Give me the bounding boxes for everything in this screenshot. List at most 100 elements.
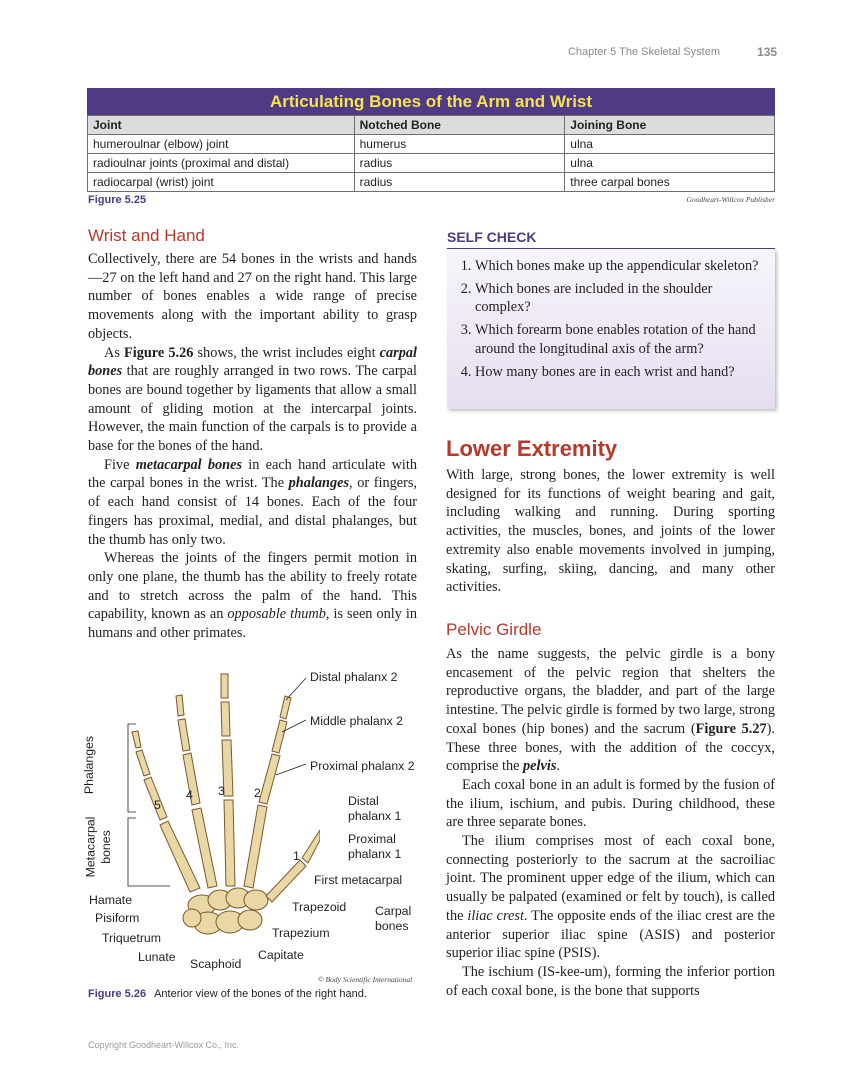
figure-credit: © Body Scientific International <box>318 975 413 984</box>
metacarpal-4 <box>191 807 218 889</box>
figure-ref: Figure 5.27 <box>695 720 767 737</box>
proximal-phalanx-5 <box>143 776 168 821</box>
table-cell: ulna <box>564 134 775 154</box>
label-carpal-bones-line2: bones <box>375 919 409 933</box>
figure-credit: Goodheart-Willcox Publisher <box>686 195 775 204</box>
key-term: pelvis <box>523 758 557 775</box>
table-title: Articulating Bones of the Arm and Wrist <box>87 88 775 115</box>
distal-phalanx-2 <box>279 695 292 720</box>
paragraph: Five metacarpal bones in each hand artic… <box>88 456 417 550</box>
metacarpal-3 <box>223 799 236 887</box>
figure-ref: Figure 5.26 <box>124 344 194 361</box>
finger-number-1: 1 <box>293 849 300 863</box>
distal-phalanx-4 <box>175 694 185 717</box>
list-item: Which bones are included in the shoulder… <box>475 280 767 317</box>
page-number: 135 <box>756 45 777 59</box>
label-capitate: Capitate <box>258 948 304 962</box>
paragraph: As Figure 5.26 shows, the wrist includes… <box>88 344 417 456</box>
carpal-bone <box>237 909 263 931</box>
section-heading: Lower Extremity <box>446 436 618 461</box>
paragraph: With large, strong bones, the lower extr… <box>446 467 775 596</box>
self-check-title: SELF CHECK <box>447 229 537 245</box>
carpal-bone <box>182 908 202 928</box>
label-scaphoid: Scaphoid <box>190 957 242 971</box>
label-proximal-phalanx-2: Proximal phalanx 2 <box>310 759 415 773</box>
label-metacarpal-bones: Metacarpal <box>83 816 98 878</box>
finger-number-3: 3 <box>218 784 225 798</box>
column-header: Notched Bone <box>353 115 566 135</box>
label-brackets <box>127 723 170 887</box>
middle-phalanx-4 <box>177 718 191 752</box>
text: shows, the wrist includes eight <box>193 344 380 361</box>
label-trapezium: Trapezium <box>272 926 330 940</box>
distal-phalanx-3 <box>220 673 229 699</box>
proximal-phalanx-4 <box>182 752 201 806</box>
table-cell: humerus <box>353 134 566 154</box>
finger-number-5: 5 <box>154 798 161 812</box>
figure-label: Figure 5.26 <box>88 988 147 1000</box>
label-lunate: Lunate <box>138 950 176 964</box>
text: As <box>104 344 124 361</box>
label-trapezoid: Trapezoid <box>292 900 347 914</box>
text: The ilium comprises most of each coxal b… <box>446 833 775 924</box>
column-header: Joint <box>87 115 355 135</box>
metacarpal-5 <box>159 820 201 893</box>
paragraph: The ilium comprises most of each coxal b… <box>446 832 775 963</box>
text: Five <box>104 456 136 473</box>
running-header: Chapter 5 The Skeletal System <box>567 46 720 58</box>
leader-line <box>285 677 307 701</box>
text: in each hand articulate with the carpal … <box>88 456 417 492</box>
carpal-bone <box>243 889 269 911</box>
proximal-phalanx-2 <box>258 753 281 805</box>
label-metacarpal-bones-line2: bones <box>98 830 113 864</box>
leader-line <box>281 719 307 733</box>
hand-skeleton-illustration <box>131 673 320 935</box>
table-cell: radius <box>353 153 566 173</box>
leader-line <box>275 763 307 776</box>
text: . <box>556 758 560 775</box>
list-item: How many bones are in each wrist and han… <box>475 363 767 382</box>
key-term: phalanges <box>288 475 350 492</box>
label-hamate: Hamate <box>89 893 133 907</box>
table-row: radioulnar joints (proximal and distal) … <box>87 153 775 173</box>
table-cell: humeroulnar (elbow) joint <box>87 134 355 154</box>
emphasis: opposable thumb <box>227 606 326 623</box>
pelvic-body: As the name suggests, the pelvic girdle … <box>446 645 775 1000</box>
emphasis: iliac crest <box>467 907 524 924</box>
proximal-phalanx-1 <box>301 829 320 864</box>
label-triquetrum: Triquetrum <box>102 931 161 945</box>
metacarpal-1 <box>265 859 307 903</box>
wrist-body: Collectively, there are 54 bones in the … <box>88 250 417 643</box>
self-check-box: Which bones make up the appendicular ske… <box>447 249 775 409</box>
figure-label: Figure 5.25 <box>88 194 147 206</box>
list-item: Which forearm bone enables rotation of t… <box>475 321 767 358</box>
text: . The opposite ends of the iliac crest a… <box>446 907 775 962</box>
label-carpal-bones: Carpal <box>375 904 412 918</box>
text: , or fingers, of each hand consist of 14… <box>88 475 417 548</box>
section-heading: Wrist and Hand <box>88 226 205 245</box>
middle-phalanx-5 <box>135 749 151 777</box>
articulating-bones-table: Joint Notched Bone Joining Bone humeroul… <box>87 115 775 192</box>
label-pisiform: Pisiform <box>95 911 140 925</box>
self-check-list: Which bones make up the appendicular ske… <box>447 249 775 381</box>
middle-phalanx-2 <box>271 719 288 754</box>
distal-phalanx-5 <box>131 730 142 749</box>
table-cell: radius <box>353 172 566 192</box>
copyright-footer: Copyright Goodheart-Willcox Co., Inc. <box>88 1040 240 1050</box>
key-term: carpal bones <box>88 344 417 380</box>
text: As the name suggests, the pelvic girdle … <box>446 646 775 737</box>
table-row: humeroulnar (elbow) joint humerus ulna <box>87 134 775 154</box>
proximal-phalanx-3 <box>221 739 234 797</box>
lower-body: With large, strong bones, the lower extr… <box>446 466 775 597</box>
middle-phalanx-3 <box>220 701 231 737</box>
text: , is seen only in humans and other prima… <box>88 606 417 642</box>
text: that are roughly arranged in two rows. T… <box>88 363 417 455</box>
caption-text: Anterior view of the bones of the right … <box>154 988 367 1000</box>
figure-caption: Figure 5.26 Anterior view of the bones of… <box>88 988 367 1000</box>
paragraph: As the name suggests, the pelvic girdle … <box>446 645 775 776</box>
label-distal-phalanx-1-line2: phalanx 1 <box>348 809 402 823</box>
list-item: Which bones make up the appendicular ske… <box>475 257 767 276</box>
text: Whereas the joints of the fingers permit… <box>88 550 417 623</box>
phalanges-bracket <box>127 723 136 813</box>
label-distal-phalanx-1: Distal <box>348 794 379 808</box>
